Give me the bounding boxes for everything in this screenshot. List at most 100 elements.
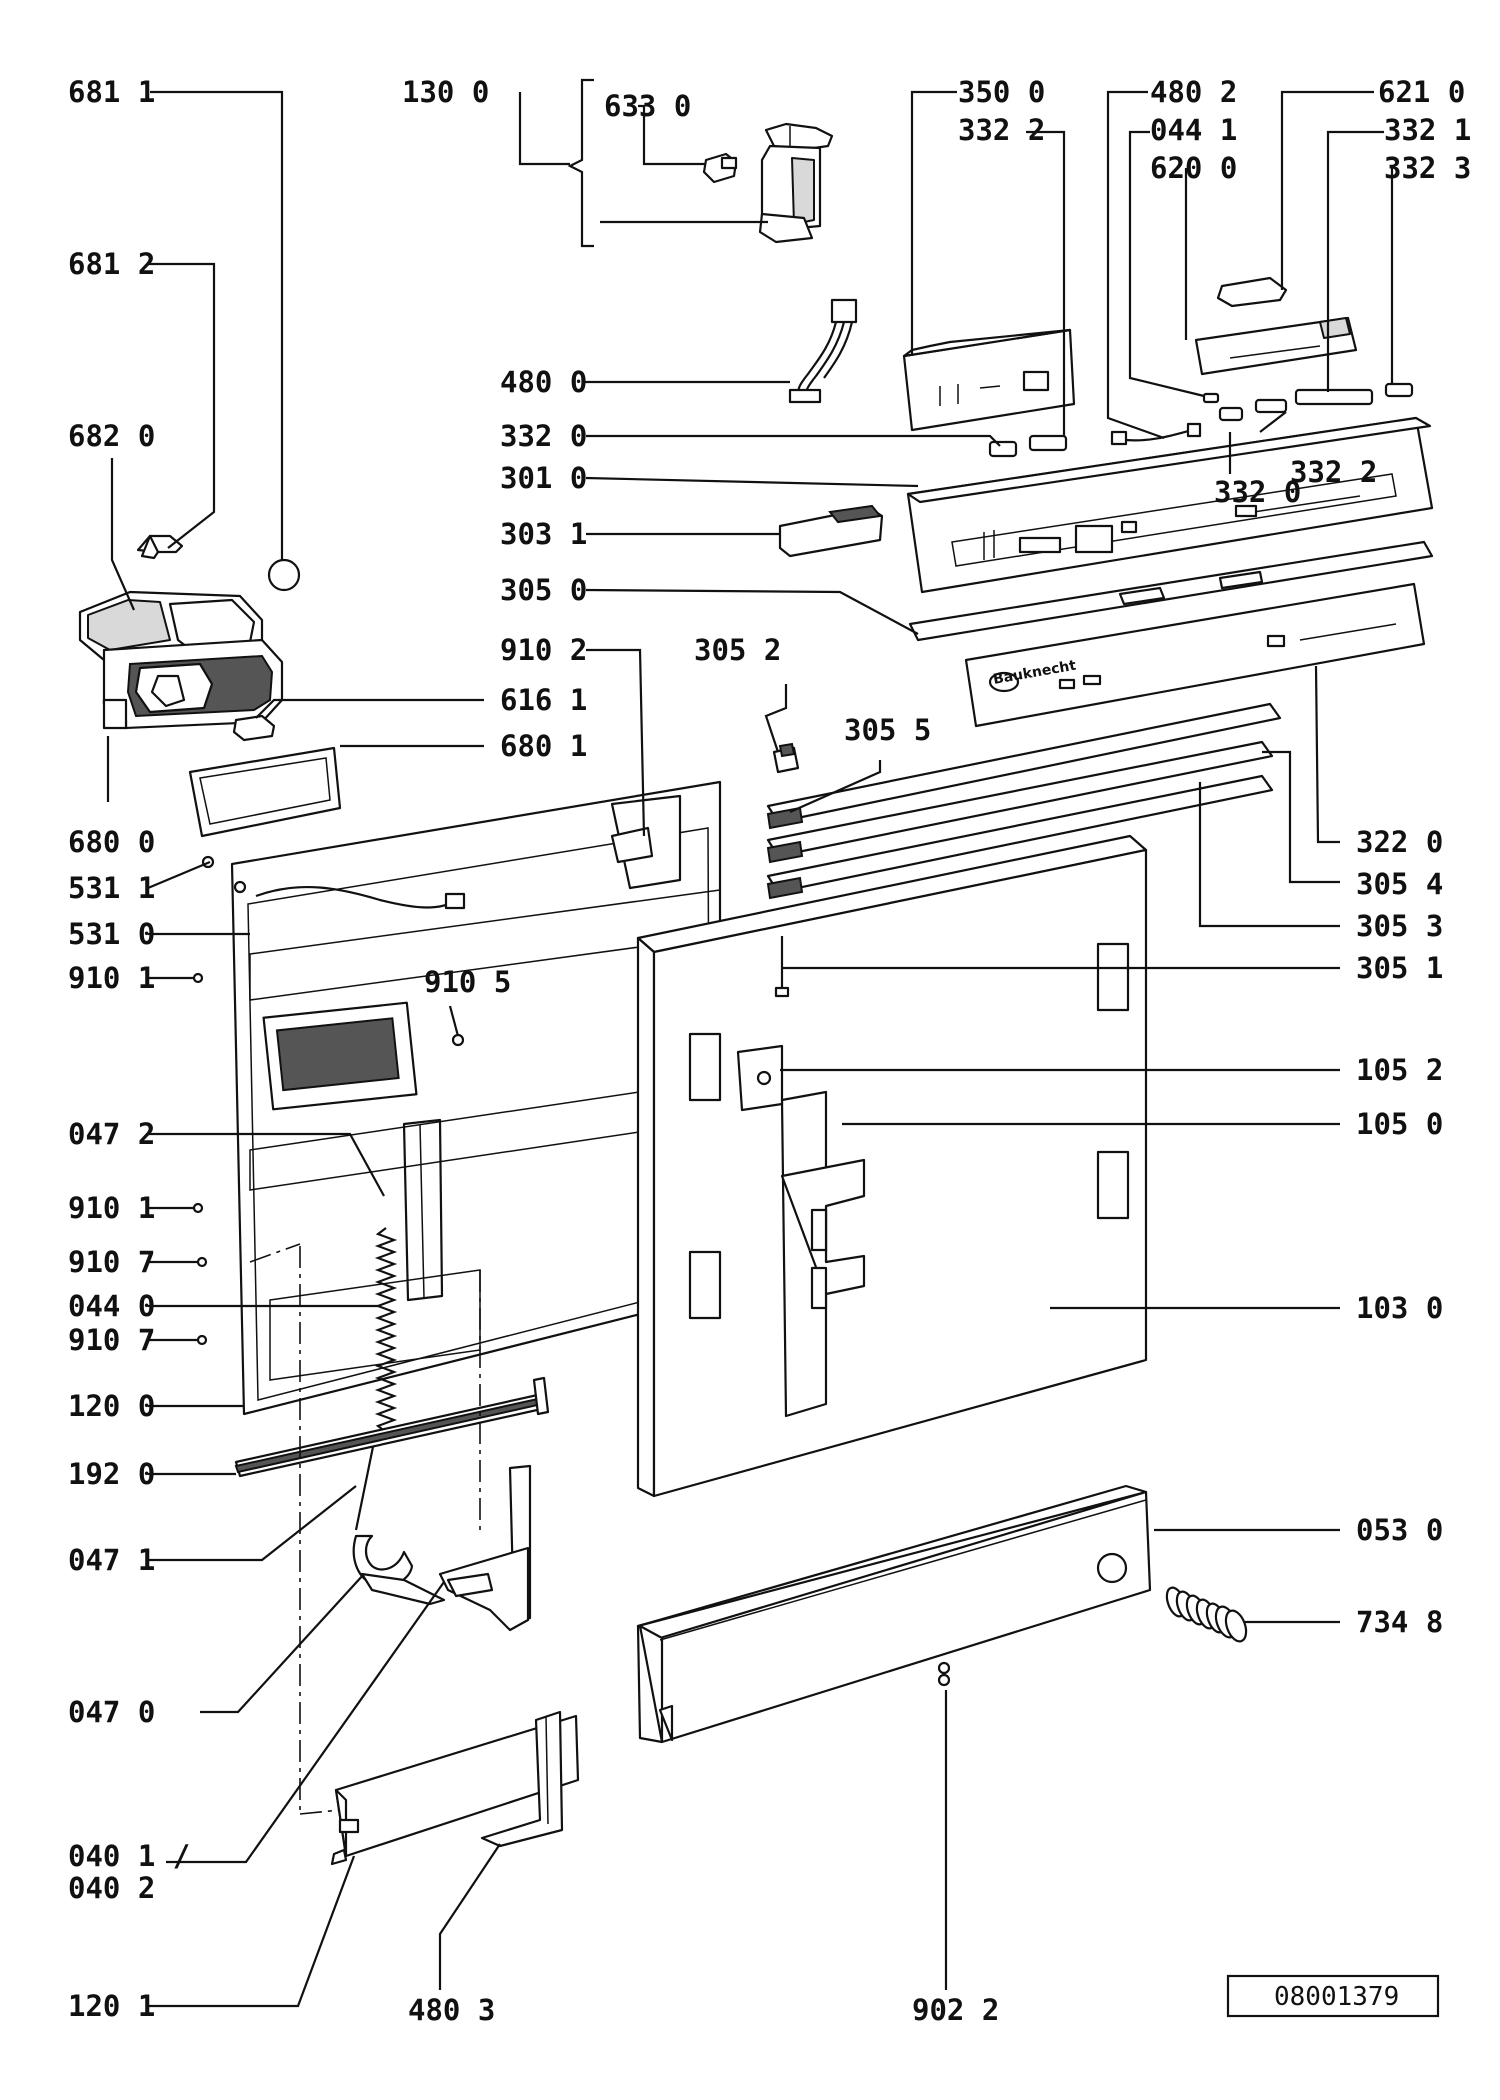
label-305-2: 305 2 — [694, 633, 781, 667]
part-480-3-bracket — [480, 1710, 564, 1848]
part-192-0-rail — [234, 1376, 550, 1478]
label-531-0: 531 0 — [68, 917, 155, 951]
part-120-0-inner-door — [230, 780, 722, 1416]
part-734-8-spring — [1165, 1586, 1248, 1643]
part-044-1-pin — [1202, 392, 1220, 404]
part-680-1-gasket-frame — [188, 746, 342, 838]
label-120-0: 120 0 — [68, 1389, 155, 1423]
label-047-2: 047 2 — [68, 1117, 155, 1151]
label-105-2: 105 2 — [1356, 1053, 1443, 1087]
label-305-5: 305 5 — [844, 713, 931, 747]
part-120-1-lower-cover — [330, 1714, 580, 1866]
part-902-2-screw — [937, 1661, 951, 1687]
part-305-5-strip — [766, 702, 1282, 830]
part-305-0-panel-strip — [908, 540, 1434, 642]
label-332-2-top: 332 2 — [958, 113, 1045, 147]
label-301-0: 301 0 — [500, 461, 587, 495]
part-044-0-spring — [354, 1227, 398, 1531]
part-910-1-screw-a — [192, 972, 204, 984]
label-531-1: 531 1 — [68, 871, 155, 905]
part-301-0-control-panel — [906, 416, 1434, 594]
label-322-0: 322 0 — [1356, 825, 1443, 859]
label-332-1: 332 1 — [1384, 113, 1471, 147]
part-350-0-control-board — [902, 328, 1076, 432]
label-130-0: 130 0 — [402, 75, 489, 109]
label-910-2: 910 2 — [500, 633, 587, 667]
label-902-2: 902 2 — [912, 1993, 999, 2027]
label-680-1: 680 1 — [500, 729, 587, 763]
label-620-0: 620 0 — [1150, 151, 1237, 185]
label-332-2-panel: 332 2 — [1290, 455, 1377, 489]
construction-line-d — [299, 1809, 341, 1815]
part-332-2-button-b — [1254, 398, 1288, 414]
part-105-2-catch — [736, 1044, 784, 1112]
label-332-0-panel: 332 0 — [1214, 475, 1301, 509]
label-305-4: 305 4 — [1356, 867, 1443, 901]
label-332-0-left: 332 0 — [500, 419, 587, 453]
label-734-8: 734 8 — [1356, 1605, 1443, 1639]
part-480-2-cable — [1110, 422, 1202, 446]
label-044-1: 044 1 — [1150, 113, 1237, 147]
part-303-1-display-cap — [778, 504, 884, 558]
label-305-1: 305 1 — [1356, 951, 1443, 985]
label-305-0: 305 0 — [500, 573, 587, 607]
part-910-2-bracket — [610, 826, 654, 864]
label-910-5: 910 5 — [424, 965, 511, 999]
part-332-3-button — [1384, 382, 1414, 398]
label-053-0: 053 0 — [1356, 1513, 1443, 1547]
part-332-0-button — [988, 440, 1018, 458]
group-brace-130-0 — [567, 78, 594, 248]
label-616-1: 616 1 — [500, 683, 587, 717]
part-910-5-screw — [451, 1033, 465, 1047]
part-053-0-toe-kick — [636, 1484, 1152, 1744]
label-105-0: 105 0 — [1356, 1107, 1443, 1141]
label-047-0: 047 0 — [68, 1695, 155, 1729]
label-480-0: 480 0 — [500, 365, 587, 399]
label-910-7-top: 910 7 — [68, 1245, 155, 1279]
part-305-4-strip — [766, 740, 1274, 864]
part-305-1-pin — [774, 936, 790, 998]
part-620-0-electronic-module — [1194, 316, 1358, 376]
label-681-2: 681 2 — [68, 247, 155, 281]
part-910-1-screw-b — [192, 1202, 204, 1214]
part-130-0-door-lock — [758, 122, 834, 244]
label-040-2: 040 2 — [68, 1871, 155, 1905]
part-682-0-dispenser-assembly — [78, 590, 284, 730]
leader-lines — [106, 90, 1394, 2008]
part-332-1-button-group — [1294, 388, 1374, 406]
label-633-0: 633 0 — [604, 89, 691, 123]
part-910-7-screw-a — [196, 1256, 208, 1268]
part-910-7-screw-b — [196, 1334, 208, 1346]
part-633-0-micro-switch — [702, 152, 738, 184]
drawing-number: 08001379 — [1274, 1982, 1399, 2012]
label-103-0: 103 0 — [1356, 1291, 1443, 1325]
label-047-1: 047 1 — [68, 1543, 155, 1577]
part-103-0-outer-door — [636, 834, 1148, 1498]
part-681-2-clip — [136, 534, 184, 560]
label-910-7-bottom: 910 7 — [68, 1323, 155, 1357]
label-681-1: 681 1 — [68, 75, 155, 109]
label-332-3: 332 3 — [1384, 151, 1471, 185]
label-910-1-bottom: 910 1 — [68, 1191, 155, 1225]
part-621-0-module — [1216, 276, 1288, 308]
label-910-1-top: 910 1 — [68, 961, 155, 995]
part-305-3-strip — [766, 774, 1274, 900]
label-120-1: 120 1 — [68, 1989, 155, 2023]
label-480-3: 480 3 — [408, 1993, 495, 2027]
label-621-0: 621 0 — [1378, 75, 1465, 109]
part-322-0-decor-panel: Bauknecht — [964, 582, 1426, 728]
drawing-number-box: 08001379 — [1226, 1974, 1440, 2018]
part-047-1-hinge — [352, 1534, 446, 1606]
part-305-2-bracket — [772, 742, 800, 774]
part-labels: 681 1 130 0 633 0 350 0 480 2 621 0 332 … — [68, 75, 1471, 2027]
label-040-1: 040 1 / — [68, 1839, 190, 1873]
part-616-1-small-cover — [232, 714, 276, 742]
part-332-2-button — [1028, 434, 1068, 452]
label-044-0: 044 0 — [68, 1289, 155, 1323]
label-305-3: 305 3 — [1356, 909, 1443, 943]
part-040-1-hinge-plate — [438, 1464, 532, 1632]
part-480-0-wiring-harness — [788, 298, 858, 404]
label-680-0: 680 0 — [68, 825, 155, 859]
part-332-0-button-b — [1218, 406, 1244, 422]
